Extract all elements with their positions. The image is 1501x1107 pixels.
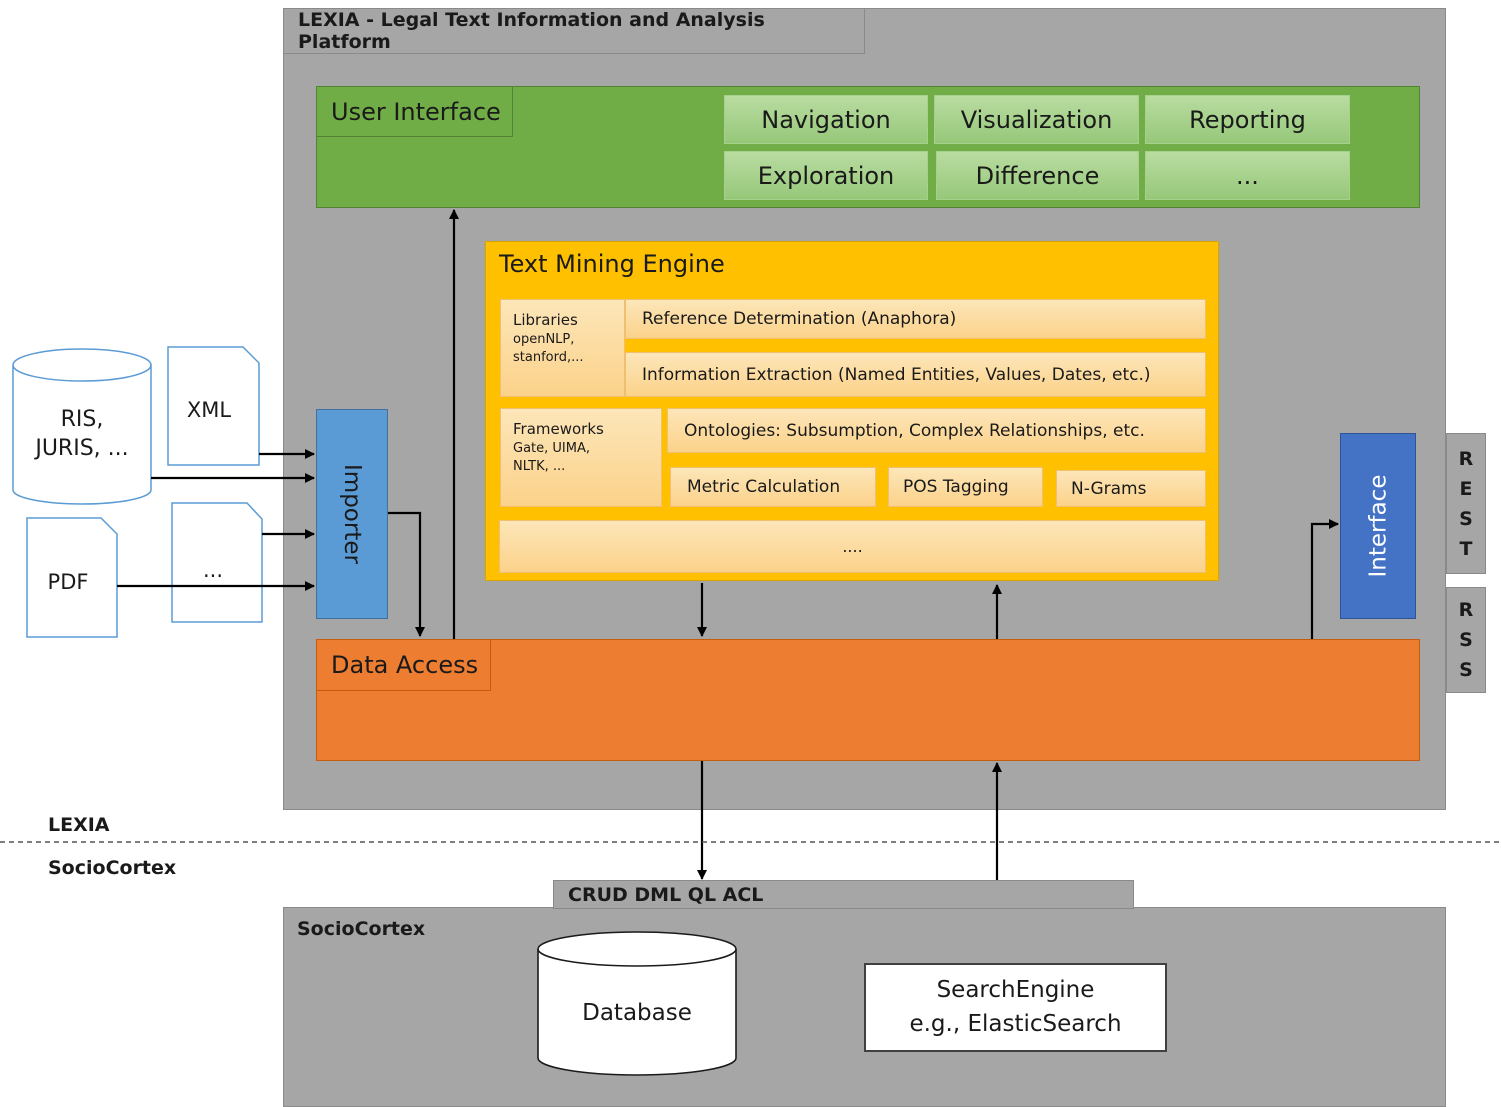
frameworks-box: Frameworks Gate, UIMA, NLTK, ... <box>500 408 662 507</box>
libraries-list: openNLP, stanford,... <box>513 332 584 365</box>
rest-letter: S <box>1459 507 1473 530</box>
search-engine-title: SearchEngine <box>936 977 1095 1004</box>
arrow-data-access-to-interface <box>1310 519 1339 639</box>
other-document-shape <box>171 502 263 623</box>
libraries-box: Libraries openNLP, stanford,... <box>500 299 625 397</box>
data-access-label: Data Access <box>316 639 491 691</box>
reference-determination-box: Reference Determination (Anaphora) <box>625 299 1206 339</box>
rss-letter: S <box>1459 629 1473 651</box>
ris-label: RIS, <box>60 407 104 433</box>
ui-component-exploration: Exploration <box>724 151 928 200</box>
frameworks-title: Frameworks <box>513 420 604 438</box>
ui-component-difference: Difference <box>936 151 1139 200</box>
rss-letter: R <box>1458 599 1474 621</box>
juris-label: JURIS, ... <box>35 436 129 461</box>
metric-calculation-box: Metric Calculation <box>670 467 876 507</box>
rest-letter: T <box>1459 537 1473 560</box>
ngrams-box: N-Grams <box>1056 470 1206 507</box>
arrow-importer-to-data-access <box>388 511 425 637</box>
ui-component-navigation: Navigation <box>724 95 928 144</box>
other-source: ... <box>202 558 224 582</box>
tme-more-box: .... <box>499 520 1206 573</box>
ui-component-more: ... <box>1145 151 1350 200</box>
user-interface-label: User Interface <box>316 86 513 137</box>
rest-tab: R E S T <box>1446 433 1486 574</box>
ris-juris-cylinder-shape <box>12 348 152 505</box>
rss-tab: R S S <box>1446 587 1486 693</box>
sociocortex-layer-label: SocioCortex <box>48 857 177 879</box>
data-access-box <box>316 639 1420 761</box>
sociocortex-title: SocioCortex <box>297 918 426 940</box>
xml-source: XML <box>186 398 232 422</box>
pdf-source: PDF <box>47 570 89 594</box>
ui-component-reporting: Reporting <box>1145 95 1350 144</box>
importer-box: Importer <box>316 409 388 619</box>
search-engine-box: SearchEngine e.g., ElasticSearch <box>864 963 1167 1052</box>
xml-document-shape <box>167 346 260 466</box>
information-extraction-box: Information Extraction (Named Entities, … <box>625 352 1206 397</box>
pos-tagging-box: POS Tagging <box>888 467 1043 507</box>
interface-box: Interface <box>1340 433 1416 619</box>
rest-letter: E <box>1459 477 1473 500</box>
text-mining-engine-label: Text Mining Engine <box>499 250 725 278</box>
ui-component-visualization: Visualization <box>934 95 1139 144</box>
crud-api-tab: CRUD DML QL ACL <box>553 880 1134 909</box>
database-label: Database <box>582 1000 692 1026</box>
rss-letter: S <box>1459 659 1473 681</box>
frameworks-list: Gate, UIMA, NLTK, ... <box>513 441 590 474</box>
ontologies-box: Ontologies: Subsumption, Complex Relatio… <box>667 408 1206 453</box>
libraries-title: Libraries <box>513 311 578 329</box>
ris-juris-source: RIS, JURIS, ... <box>13 395 151 475</box>
rest-letter: R <box>1458 447 1474 470</box>
lexia-layer-label: LEXIA <box>48 814 110 836</box>
platform-title: LEXIA - Legal Text Information and Analy… <box>283 8 865 54</box>
search-engine-example: e.g., ElasticSearch <box>909 1010 1122 1037</box>
